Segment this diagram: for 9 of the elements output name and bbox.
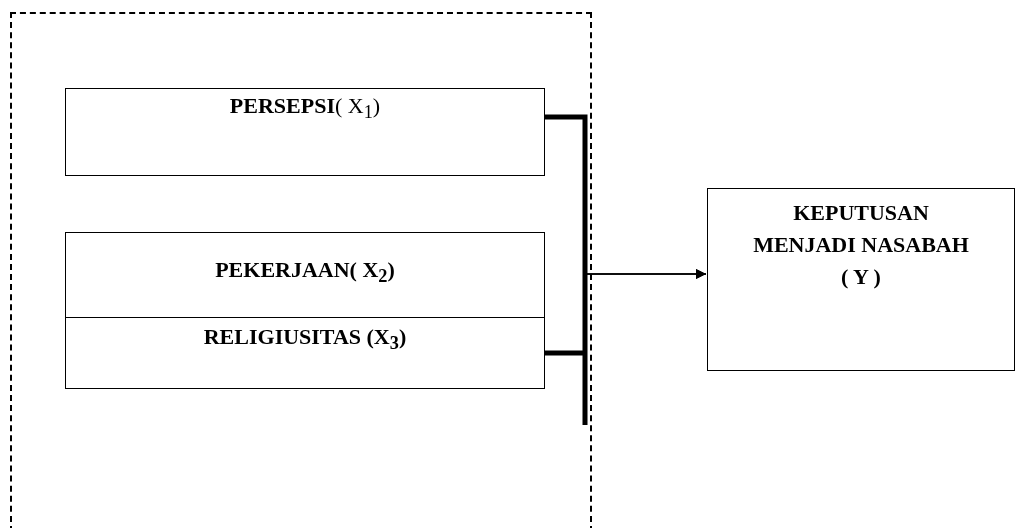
outcome-label: KEPUTUSAN MENJADI NASABAH ( Y ) (752, 199, 970, 291)
dashed-group-box (10, 12, 592, 528)
variable-box (65, 232, 545, 318)
pekerjaan-label: PEKERJAAN( X$_{2}$) (214, 257, 396, 288)
variable-box (707, 188, 1015, 371)
religiusitas-label: RELIGIUSITAS (X$_{3}$) (202, 324, 408, 355)
variable-box (65, 317, 545, 389)
persepsi-label: PERSEPSI( X$_{1}$) (228, 93, 382, 124)
variable-box (65, 88, 545, 176)
